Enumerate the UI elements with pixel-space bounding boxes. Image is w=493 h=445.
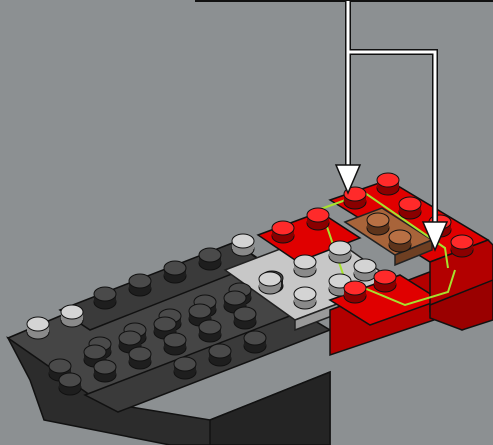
dark-stud: [164, 261, 186, 283]
dark-stud: [94, 287, 116, 309]
red-stud: [451, 235, 473, 257]
dark-stud: [174, 357, 196, 379]
dark-stud: [164, 333, 186, 355]
dark-stud: [234, 307, 256, 329]
light-stud: [354, 259, 376, 281]
dark-stud: [199, 248, 221, 270]
light-stud: [61, 305, 83, 327]
light-stud: [259, 272, 281, 294]
light-stud: [232, 234, 254, 256]
light-stud: [329, 241, 351, 263]
light-stud: [27, 317, 49, 339]
brown-stud: [367, 213, 389, 235]
dark-stud: [129, 274, 151, 296]
dark-stud: [244, 331, 266, 353]
red-stud: [307, 208, 329, 230]
red-stud: [377, 173, 399, 195]
dark-stud: [59, 373, 81, 395]
red-stud: [272, 221, 294, 243]
brown-stud: [389, 230, 411, 252]
dark-stud: [94, 360, 116, 382]
light-stud: [294, 287, 316, 309]
callout-arrows: [195, 1, 493, 250]
dark-stud: [209, 344, 231, 366]
red-stud: [399, 197, 421, 219]
dark-stud: [129, 347, 151, 369]
red-stud: [374, 270, 396, 292]
light-stud: [294, 255, 316, 277]
hull-side: [210, 372, 330, 445]
dark-stud: [199, 320, 221, 342]
red-stud: [344, 281, 366, 303]
